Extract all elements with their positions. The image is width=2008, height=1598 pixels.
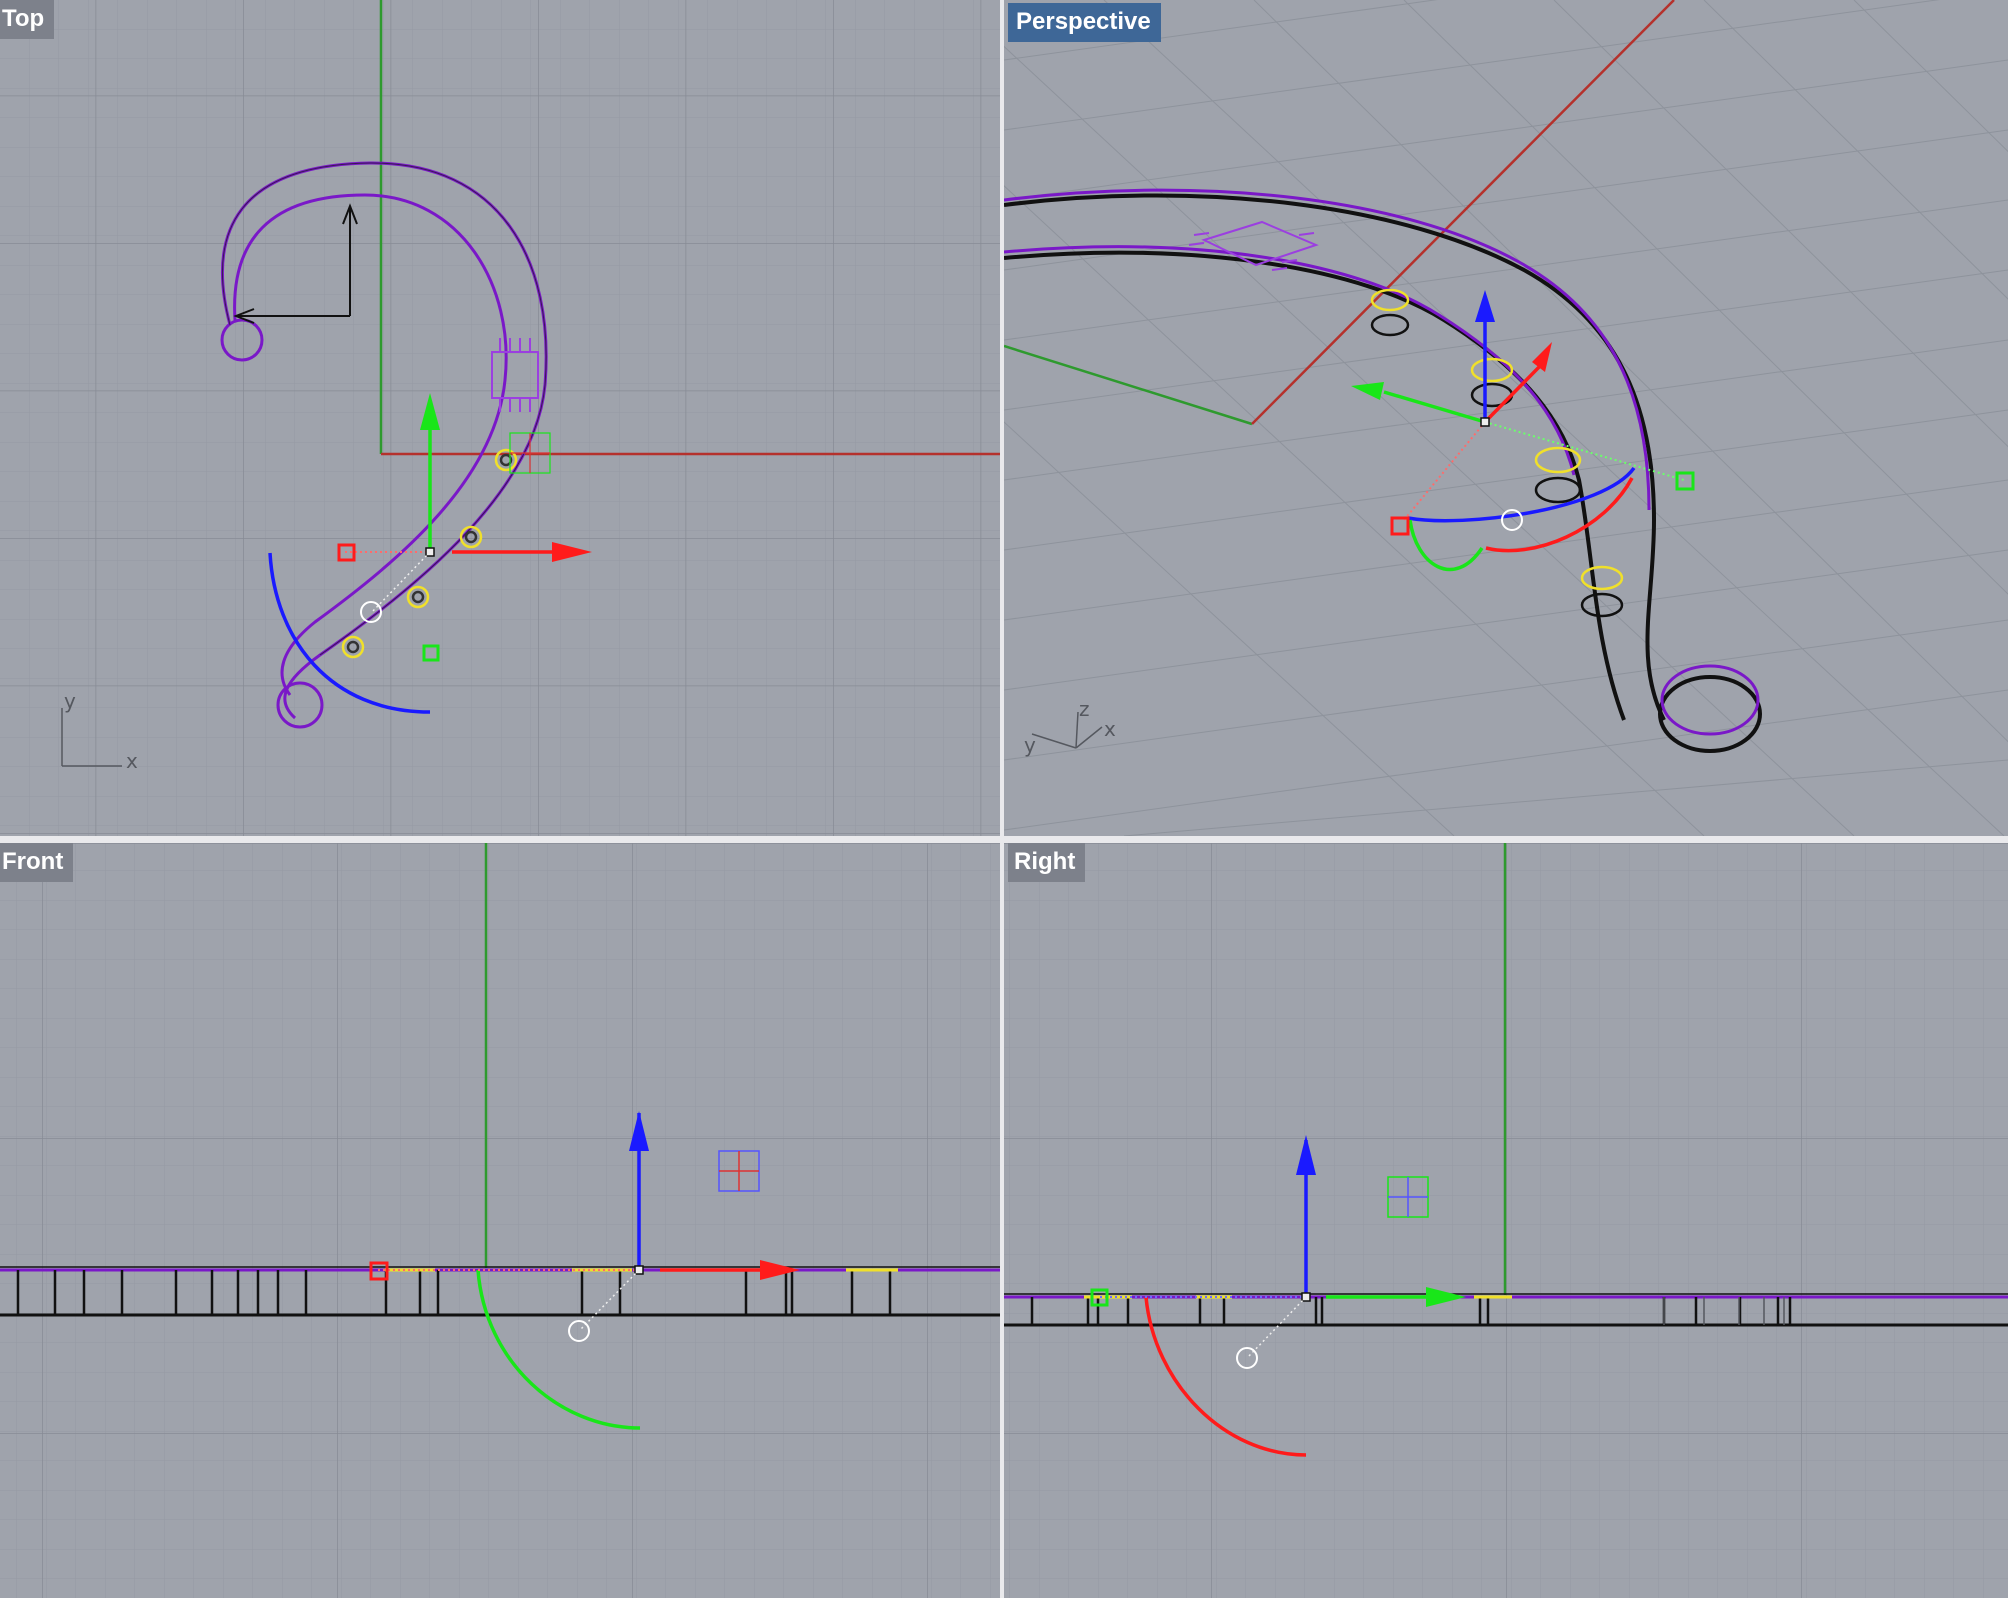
rotate-handle	[1501, 509, 1523, 531]
rotate-y-arc	[1408, 519, 1484, 572]
gumball-gizmo[interactable]	[1351, 290, 1695, 572]
rotate-handle	[568, 1320, 590, 1342]
rotate-z-arc	[1407, 466, 1636, 523]
viewport-perspective[interactable]: y z x Perspective	[1004, 0, 2008, 836]
rotate-handle	[1236, 1347, 1258, 1369]
selection-box	[718, 1150, 760, 1192]
viewport-label-perspective[interactable]: Perspective	[1008, 3, 1161, 42]
selection-box	[509, 432, 551, 474]
perspective-view-canvas[interactable]: y z x	[1004, 0, 2008, 836]
rotate-y-arc	[476, 1269, 641, 1430]
move-y-arrow	[1383, 390, 1486, 424]
gumball-gizmo[interactable]	[268, 393, 592, 714]
scale-x-handle	[1390, 516, 1410, 536]
scroll-solid[interactable]	[1004, 188, 1762, 753]
scale-x-handle	[337, 543, 356, 562]
local-frame-axes	[233, 203, 358, 324]
grid-major	[0, 843, 1000, 1598]
hole-cylinders[interactable]	[1370, 288, 1624, 618]
rotate-handle	[360, 601, 382, 623]
world-y-axis	[1004, 344, 1253, 426]
gumball-gizmo[interactable]	[369, 1111, 800, 1430]
top-view-canvas[interactable]: x y	[0, 0, 1000, 836]
move-x-arrowhead	[552, 542, 592, 562]
perspective-grid	[1004, 0, 2008, 836]
viewport-label-right[interactable]: Right	[1008, 843, 1086, 882]
grid-major	[0, 0, 1000, 836]
axis-y-label: y	[1024, 733, 1036, 757]
axis-indicator	[61, 708, 122, 767]
viewport-front[interactable]: Front	[0, 843, 1000, 1598]
axis-y-label: y	[64, 689, 76, 713]
scale-y-handle	[1090, 1288, 1109, 1307]
world-x-axis	[1251, 0, 1675, 425]
rotate-x-arc	[1144, 1296, 1307, 1457]
rotate-z-arc	[268, 552, 431, 714]
axis-z-label: z	[1079, 697, 1090, 721]
viewport-right[interactable]: Right	[1004, 843, 2008, 1598]
axis-x-label: x	[1104, 717, 1116, 741]
right-view-canvas[interactable]	[1004, 843, 2008, 1598]
viewport-top[interactable]: Top	[0, 0, 1000, 836]
move-y-arrowhead	[420, 393, 440, 430]
scale-y-handle	[422, 644, 440, 662]
chip-icon[interactable]	[1188, 220, 1319, 271]
hole-markers[interactable]	[341, 448, 518, 659]
gumball-gizmo[interactable]	[1090, 1135, 1466, 1457]
rotate-x-arc	[1485, 477, 1634, 553]
gizmo-center	[1480, 417, 1490, 427]
viewport-label-front[interactable]: Front	[0, 843, 74, 882]
selection-box	[1387, 1176, 1429, 1218]
front-view-canvas[interactable]	[0, 843, 1000, 1598]
axis-indicator	[1031, 711, 1103, 749]
move-x-arrow	[1483, 360, 1546, 424]
chip-icon[interactable]	[491, 338, 539, 412]
scale-y-handle	[1675, 471, 1695, 491]
scale-x-handle	[369, 1261, 389, 1281]
viewport-label-top[interactable]: Top	[0, 0, 55, 39]
axis-x-label: x	[126, 749, 138, 773]
